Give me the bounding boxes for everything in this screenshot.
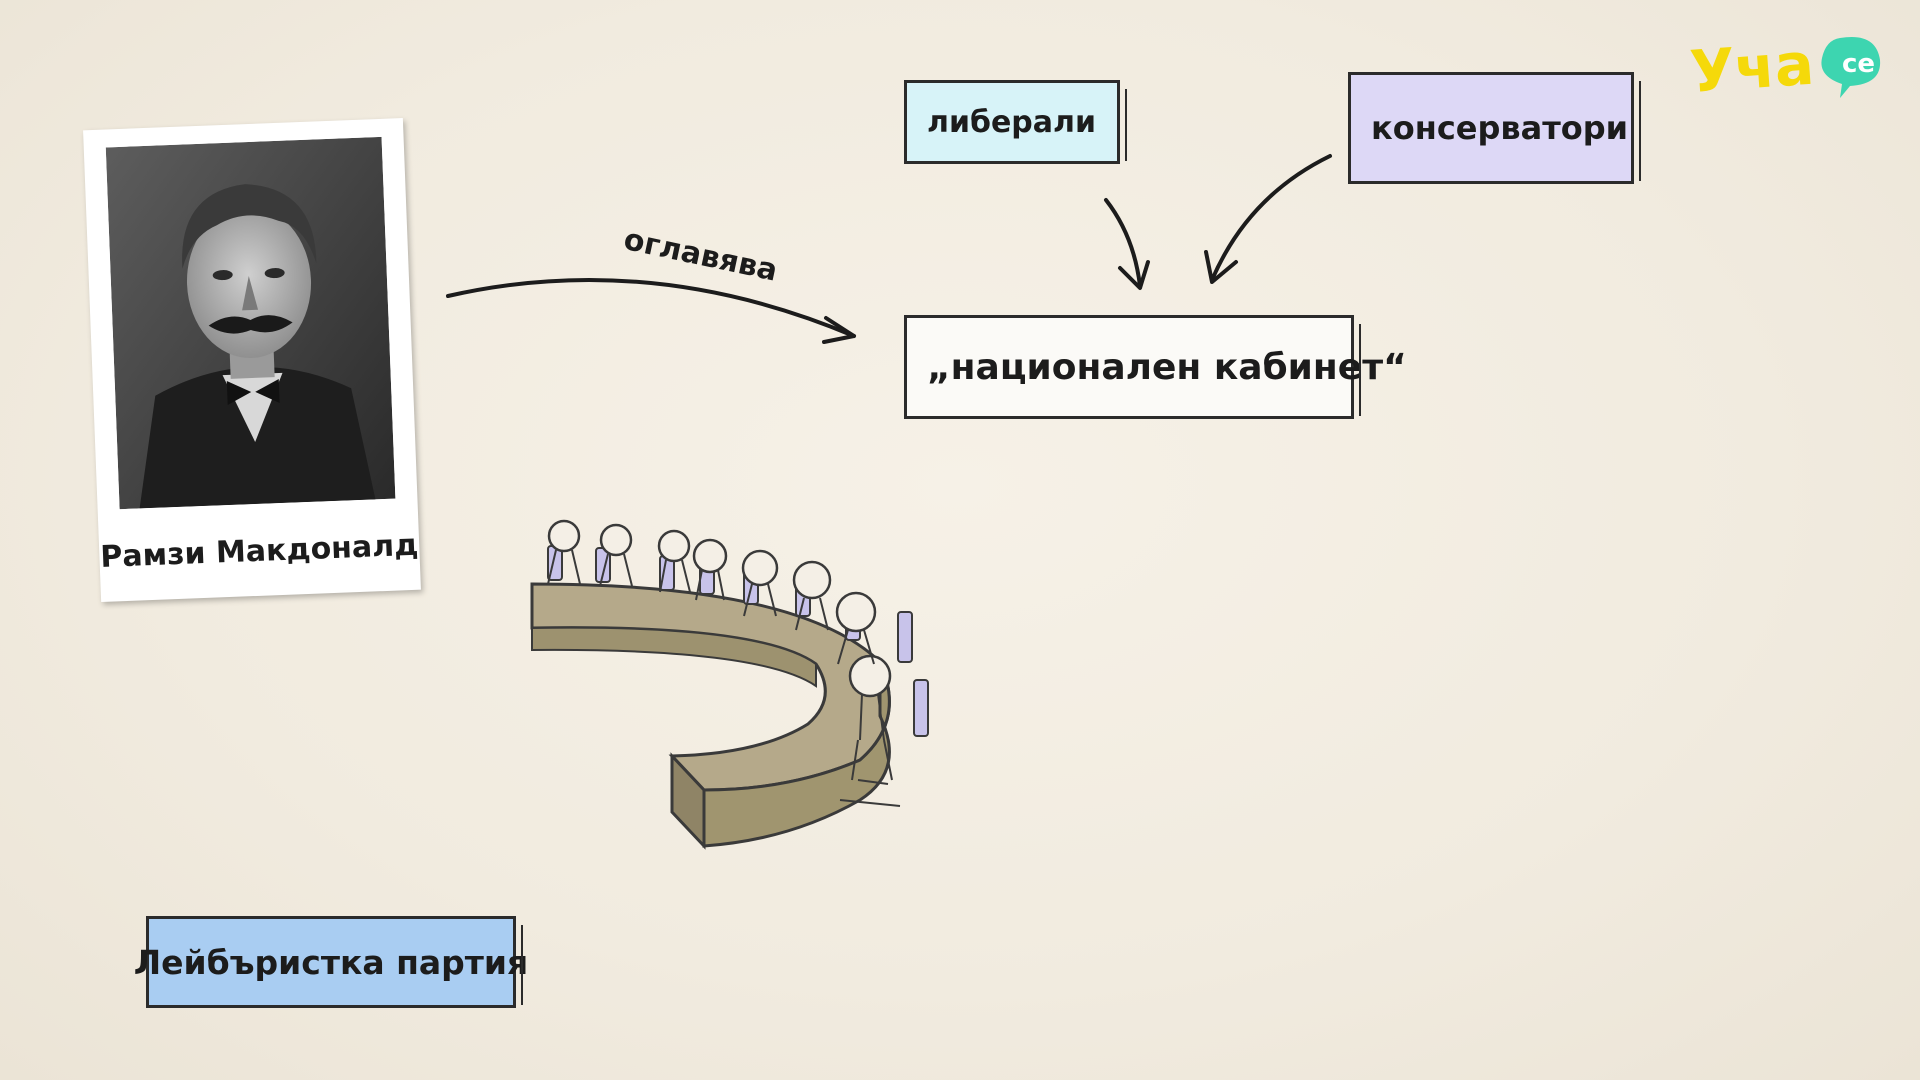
logo-graphic: Уча се [1688,30,1881,106]
liberals-label: либерали [904,80,1127,164]
ucha-se-logo[interactable]: Уча се [1688,26,1900,106]
portrait-card: Рамзи Макдоналд [83,118,421,602]
portrait-photo [105,136,396,510]
national-cabinet-label: „национален кабинет“ [904,315,1407,419]
parliament-table-illustration [530,519,929,850]
logo-badge: се [1842,49,1875,79]
arrowhead-conservatives [1204,250,1238,284]
logo-text: Уча [1690,30,1816,106]
arrowhead-liberals [1118,260,1150,290]
liberals-to-cabinet-arrow [1104,198,1142,288]
conservatives-label: консерватори [1348,72,1641,184]
arrowhead-portrait [822,316,856,344]
conservatives-to-cabinet-arrow [1210,154,1332,282]
labour-party-label: Лейбъристка партия [134,916,528,1008]
portrait-to-cabinet-arrow [446,278,856,338]
